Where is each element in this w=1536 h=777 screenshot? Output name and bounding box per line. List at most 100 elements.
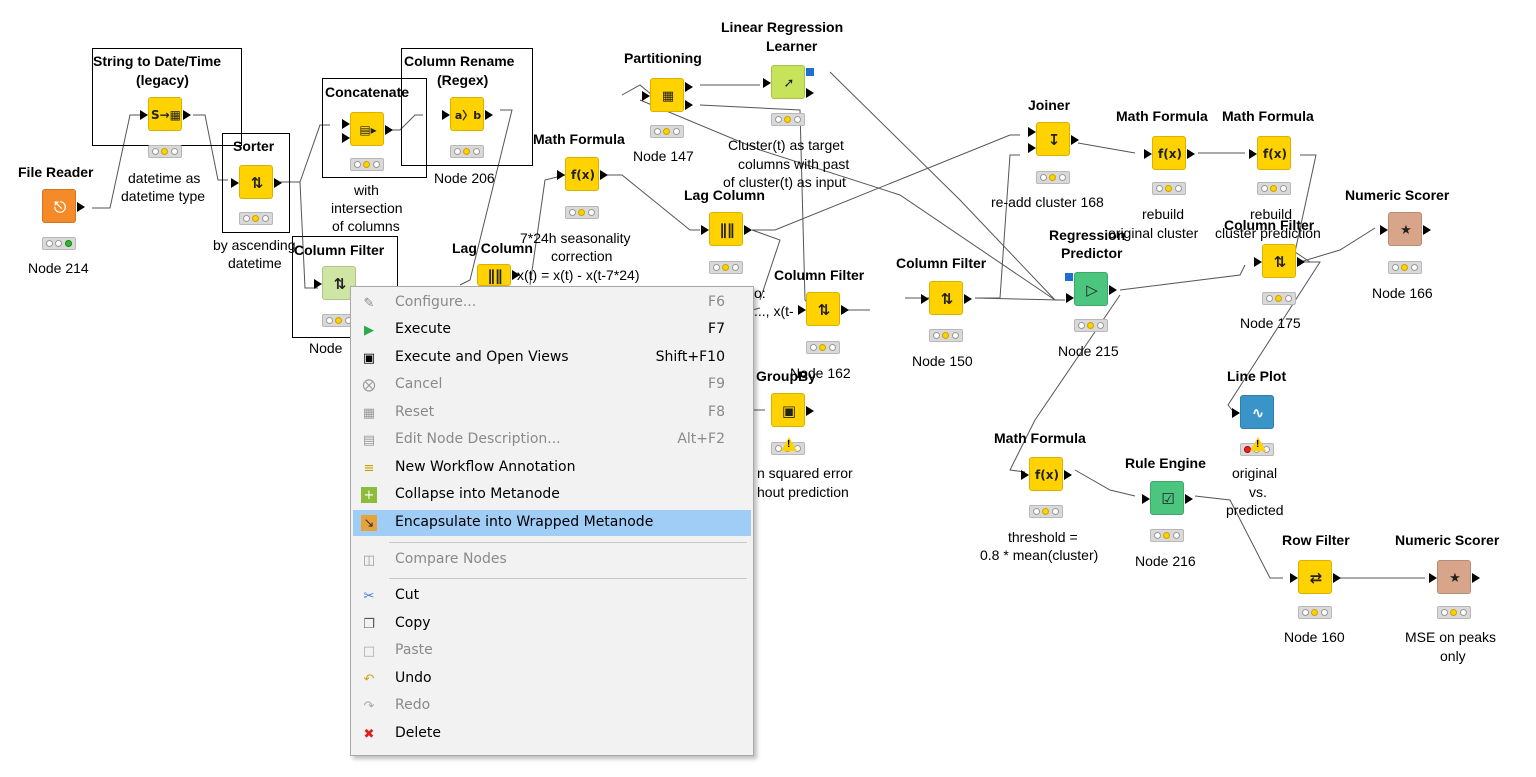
node-label[interactable]: threshold = bbox=[1008, 529, 1078, 545]
input-port[interactable] bbox=[701, 225, 709, 235]
numeric-scorer-node[interactable]: ★ bbox=[1429, 560, 1480, 594]
input-port[interactable] bbox=[642, 91, 650, 101]
menu-item-reset[interactable]: ▦ Reset F8 bbox=[362, 404, 725, 421]
node-label[interactable]: re-add cluster 168 bbox=[991, 194, 1104, 210]
output-port[interactable] bbox=[1333, 573, 1341, 583]
node-label[interactable]: Node 147 bbox=[633, 148, 694, 164]
node-label[interactable]: intersection bbox=[331, 200, 403, 216]
node-label[interactable]: datetime as bbox=[128, 170, 201, 186]
node-label[interactable]: original bbox=[1232, 465, 1278, 481]
input-port[interactable] bbox=[1232, 408, 1240, 418]
node-label[interactable]: Cluster(t) as target bbox=[728, 137, 844, 153]
output-port[interactable] bbox=[600, 170, 608, 180]
linear-regression-learner-node[interactable]: ➚ bbox=[763, 65, 814, 99]
rule-engine-node[interactable]: ☑ bbox=[1142, 481, 1193, 515]
node-label[interactable]: columns with past bbox=[738, 156, 850, 172]
node-label[interactable]: n squared error bbox=[757, 465, 853, 481]
node-label[interactable]: by ascending bbox=[213, 237, 296, 253]
line-plot-node[interactable]: ∿ bbox=[1232, 395, 1274, 429]
node-label[interactable]: 7*24h seasonality bbox=[520, 230, 631, 246]
input-port[interactable] bbox=[1021, 470, 1029, 480]
model-input-port[interactable] bbox=[1065, 273, 1073, 281]
menu-item-undo[interactable]: ↶ Undo bbox=[353, 666, 751, 692]
menu-item-paste[interactable]: □ Paste bbox=[362, 642, 433, 659]
output-port[interactable] bbox=[744, 225, 752, 235]
node-label[interactable]: predicted bbox=[1226, 502, 1284, 518]
output-port[interactable] bbox=[1187, 149, 1195, 159]
node-label[interactable]: Node 214 bbox=[28, 260, 89, 276]
input-port[interactable] bbox=[1028, 127, 1036, 137]
column-rename-node[interactable]: a〉b bbox=[442, 97, 493, 131]
string-to-date-node[interactable]: S→▦ bbox=[140, 97, 191, 131]
node-label[interactable]: 0.8 * mean(cluster) bbox=[980, 547, 1099, 563]
output-port[interactable] bbox=[964, 294, 972, 304]
output-port[interactable] bbox=[485, 110, 493, 120]
output-port[interactable] bbox=[685, 100, 693, 110]
node-label[interactable]: Node 206 bbox=[434, 170, 495, 186]
node-label[interactable]: Node 216 bbox=[1135, 553, 1196, 569]
input-port[interactable] bbox=[798, 305, 806, 315]
node-label[interactable]: x(t) = x(t) - x(t-7*24) bbox=[517, 267, 640, 283]
input-port[interactable] bbox=[442, 110, 450, 120]
node-label[interactable]: Node 150 bbox=[912, 353, 973, 369]
node-label[interactable]: datetime bbox=[228, 255, 282, 271]
model-port[interactable] bbox=[806, 68, 814, 76]
lag-column-node[interactable]: ∥∥ bbox=[701, 212, 752, 246]
output-port[interactable] bbox=[1472, 573, 1480, 583]
input-port[interactable] bbox=[557, 170, 565, 180]
menu-item-new-annotation[interactable]: ≡ New Workflow Annotation bbox=[353, 455, 751, 481]
output-port[interactable] bbox=[1297, 257, 1305, 267]
node-label[interactable]: with bbox=[354, 182, 379, 198]
input-port[interactable] bbox=[1380, 225, 1388, 235]
column-filter-node-selected[interactable]: ⇅ bbox=[314, 266, 356, 300]
menu-item-execute-open-views[interactable]: ▣ Execute and Open Views Shift+F10 bbox=[362, 349, 725, 366]
output-port[interactable] bbox=[806, 406, 814, 416]
sorter-node[interactable]: ⇅ bbox=[231, 165, 282, 199]
node-label[interactable]: Node 162 bbox=[790, 365, 851, 381]
input-port[interactable] bbox=[1249, 149, 1257, 159]
node-label[interactable]: only bbox=[1440, 648, 1466, 664]
node-context-menu[interactable]: ✎ Configure... F6 ▶ Execute F7 ▣ Execute… bbox=[350, 286, 754, 756]
menu-item-collapse-metanode[interactable]: + Collapse into Metanode bbox=[353, 482, 751, 508]
node-label[interactable]: Node 215 bbox=[1058, 343, 1119, 359]
input-port[interactable] bbox=[314, 279, 322, 289]
partitioning-node[interactable]: ▦ bbox=[642, 78, 693, 112]
input-port[interactable] bbox=[342, 133, 350, 143]
output-port[interactable] bbox=[685, 82, 693, 92]
input-port[interactable] bbox=[1144, 149, 1152, 159]
menu-item-redo[interactable]: ↷ Redo bbox=[353, 693, 751, 719]
column-filter-node[interactable]: ⇅ bbox=[798, 292, 849, 326]
input-port[interactable] bbox=[1254, 257, 1262, 267]
node-label[interactable]: of columns bbox=[332, 218, 400, 234]
output-port[interactable] bbox=[806, 88, 814, 98]
math-formula-node[interactable]: f(x) bbox=[1021, 457, 1072, 491]
joiner-node[interactable]: ↧ bbox=[1028, 122, 1079, 156]
column-filter-node[interactable]: ⇅ bbox=[1254, 244, 1305, 278]
node-label[interactable]: cluster prediction bbox=[1215, 225, 1321, 241]
menu-item-configure[interactable]: ✎ Configure... F6 bbox=[353, 290, 751, 316]
menu-item-cut[interactable]: ✂ Cut bbox=[353, 583, 751, 609]
math-formula-node[interactable]: f(x) bbox=[557, 157, 608, 191]
input-port[interactable] bbox=[1028, 143, 1036, 153]
input-port[interactable] bbox=[763, 78, 771, 88]
node-label[interactable]: Node 160 bbox=[1284, 629, 1345, 645]
menu-item-cancel[interactable]: ⨂ Cancel F9 bbox=[362, 376, 726, 393]
input-port[interactable] bbox=[140, 110, 148, 120]
node-label[interactable]: original cluster bbox=[1108, 225, 1199, 241]
annotation-sorter[interactable] bbox=[222, 133, 290, 233]
node-label[interactable]: vs. bbox=[1249, 484, 1267, 500]
output-port[interactable] bbox=[274, 178, 282, 188]
lag-column-node[interactable]: ∥∥ bbox=[477, 264, 520, 286]
menu-item-compare-nodes[interactable]: ◫ Compare Nodes bbox=[362, 551, 507, 568]
output-port[interactable] bbox=[1064, 470, 1072, 480]
output-port[interactable] bbox=[1185, 494, 1193, 504]
math-formula-node[interactable]: f(x) bbox=[1249, 136, 1291, 170]
output-port[interactable] bbox=[512, 270, 520, 280]
node-label[interactable]: rebuild bbox=[1250, 206, 1293, 222]
regression-predictor-node[interactable]: ▷ bbox=[1065, 272, 1117, 306]
output-port[interactable] bbox=[77, 202, 85, 212]
menu-item-edit-description[interactable]: ▤ Edit Node Description... Alt+F2 bbox=[362, 431, 725, 448]
row-filter-node[interactable]: ⇄ bbox=[1290, 560, 1341, 594]
input-port[interactable] bbox=[231, 178, 239, 188]
menu-item-encapsulate[interactable]: ↘ Encapsulate into Wrapped Metanode bbox=[353, 510, 751, 536]
